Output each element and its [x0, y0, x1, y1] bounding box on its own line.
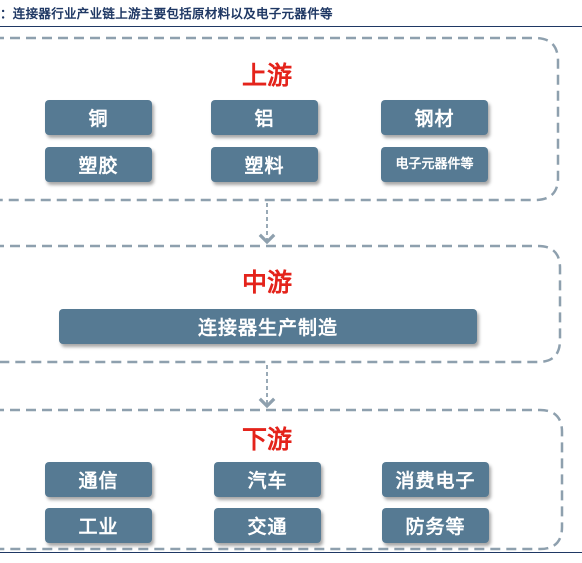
downstream-item-industrial: 工业 — [45, 508, 152, 543]
downstream-item-communications: 通信 — [45, 462, 152, 497]
upstream-item-plastic-rubber: 塑胶 — [45, 147, 152, 182]
downstream-title: 下游 — [241, 425, 292, 454]
downstream-item-transportation: 交通 — [214, 508, 321, 543]
midstream-frame — [0, 244, 562, 364]
upstream-item-aluminum: 铝 — [211, 100, 318, 135]
upstream-item-steel: 钢材 — [381, 100, 488, 135]
upstream-title: 上游 — [241, 61, 292, 90]
upstream-item-electronic-components: 电子元器件等 — [381, 147, 488, 182]
downstream-item-automotive: 汽车 — [214, 462, 321, 497]
midstream-title: 中游 — [241, 268, 292, 297]
upstream-item-plastic: 塑料 — [211, 147, 318, 182]
figure-caption: ：连接器行业产业链上游主要包括原材料以及电子元器件等 — [0, 6, 333, 21]
downstream-frame — [0, 408, 564, 551]
downstream-item-defense: 防务等 — [382, 508, 489, 543]
midstream-item-connector-manufacturing: 连接器生产制造 — [59, 309, 477, 344]
bottom-rule — [0, 552, 582, 553]
upstream-frame — [0, 36, 560, 202]
upstream-item-copper: 铜 — [45, 100, 152, 135]
downstream-item-consumer-electronics: 消费电子 — [382, 462, 489, 497]
top-rule — [0, 26, 582, 27]
